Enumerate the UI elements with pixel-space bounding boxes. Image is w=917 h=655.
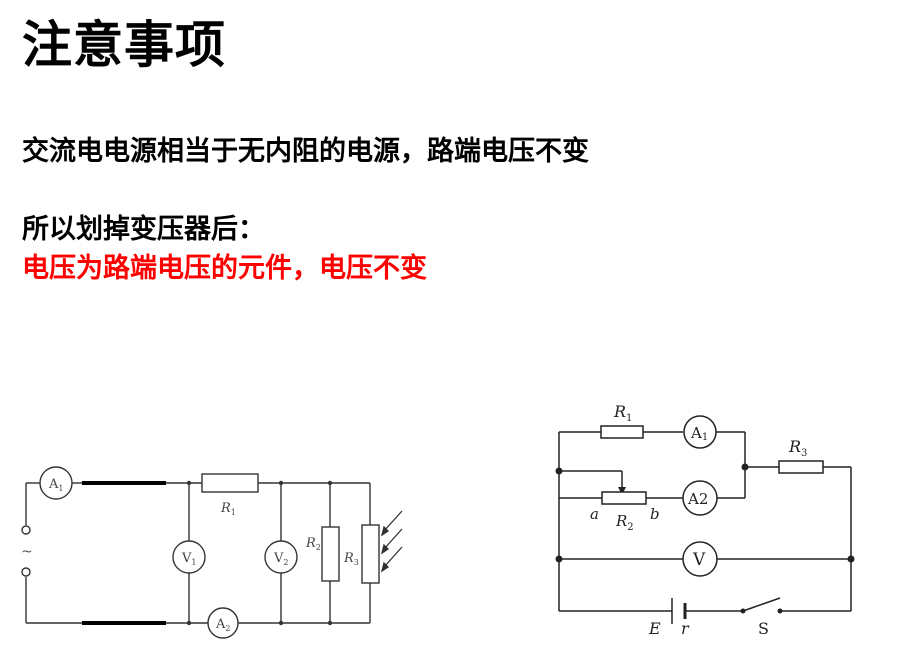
- svg-text:R2: R2: [305, 536, 321, 552]
- ammeter-a2-label: A: [215, 617, 226, 632]
- voltmeter-label: V: [692, 550, 706, 570]
- resistor-r1-label: R: [613, 402, 626, 421]
- ammeter-a2-label: A2: [687, 490, 708, 508]
- resistor-r1: [201, 473, 259, 493]
- statement-ac-source: 交流电电源相当于无内阻的电源，路端电压不变: [22, 136, 589, 167]
- ammeter-a2: [682, 480, 718, 516]
- switch-pivot: [740, 608, 746, 614]
- ammeter-a1-label: A: [48, 477, 59, 492]
- svg-text:R3: R3: [343, 551, 359, 567]
- svg-text:R3: R3: [788, 437, 807, 459]
- voltmeter-v1: [172, 540, 206, 574]
- rheostat-r2: [601, 491, 647, 505]
- slider-arrow-icon: [618, 487, 626, 495]
- resistor-r1: [600, 425, 644, 439]
- slide-title: 注意事项: [22, 16, 226, 74]
- resistor-r3: [778, 460, 824, 474]
- switch-label: S: [758, 619, 769, 638]
- ammeter-a1-label: A: [690, 424, 702, 442]
- svg-text:R1: R1: [220, 501, 236, 517]
- battery-icon: [671, 598, 687, 624]
- svg-text:A1: A1: [690, 424, 708, 443]
- rheostat-end-a: a: [590, 505, 599, 523]
- rheostat-r2-label: R: [615, 512, 627, 530]
- statement-remove-transformer: 所以划掉变压器后：: [22, 214, 265, 245]
- left-circuit-diagram: ~ A1 A2 R1 V1 V2 R2 R3: [21, 466, 403, 639]
- ac-source-symbol: ~: [21, 544, 33, 560]
- svg-text:A1: A1: [48, 477, 63, 493]
- ammeter-a1: [39, 466, 73, 500]
- ammeter-a2: [207, 607, 239, 639]
- voltmeter-v1-label: V: [181, 551, 192, 566]
- ammeter-a1: [683, 415, 717, 449]
- resistor-r2: [321, 526, 340, 582]
- switch-contact: [777, 608, 783, 614]
- voltmeter-v2-label: V: [273, 551, 284, 566]
- right-circuit-diagram: R1 A1 a R2 b A2 R3 V E r S: [555, 402, 855, 638]
- resistor-r1-label: R: [220, 501, 231, 516]
- svg-text:R1: R1: [613, 402, 632, 424]
- svg-text:V2: V2: [273, 551, 288, 567]
- resistor-r3-label: R: [343, 551, 354, 566]
- voltmeter-v2: [264, 540, 298, 574]
- resistor-r2-label: R: [305, 536, 316, 551]
- internal-resistance-label: r: [681, 619, 690, 638]
- resistor-r3-photoresistor: [361, 524, 380, 584]
- rheostat-end-b: b: [650, 505, 660, 523]
- resistor-r3-label: R: [788, 437, 801, 456]
- svg-text:V1: V1: [181, 551, 196, 567]
- statement-conclusion: 电压为路端电压的元件，电压不变: [22, 253, 427, 284]
- voltmeter-v: [682, 541, 718, 577]
- light-arrows-icon: [380, 510, 403, 573]
- emf-label: E: [648, 619, 661, 638]
- svg-text:R2: R2: [615, 512, 634, 533]
- svg-text:A2: A2: [215, 617, 230, 633]
